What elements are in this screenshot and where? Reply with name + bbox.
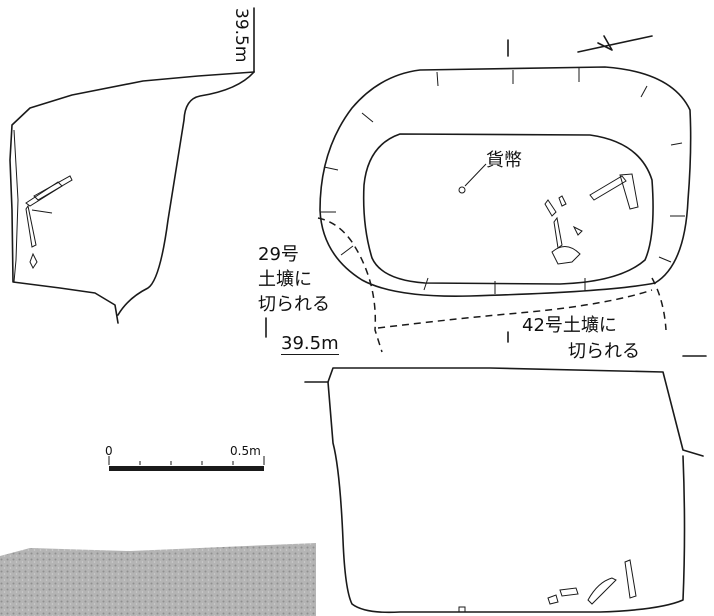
pit29-label-line3: 切られる	[258, 294, 330, 315]
scale-end-label: 0.5m	[230, 444, 261, 458]
elevation-label-vertical: 39.5m	[231, 8, 251, 63]
cut-boundaries	[317, 217, 667, 353]
elevation-label-horizontal: 39.5m	[281, 333, 339, 355]
plan-artifacts	[458, 163, 639, 265]
lower-section-profile	[304, 367, 704, 614]
left-section-profile	[9, 7, 255, 324]
pit-plan-outer	[319, 66, 692, 297]
section-artifacts	[458, 559, 637, 613]
pit29-label-line2: 土壙に	[258, 269, 312, 290]
coin-label: 貨幣	[486, 150, 522, 171]
slope-ticks	[265, 39, 707, 357]
photo-fragment	[0, 543, 316, 616]
scale-bar	[108, 456, 265, 471]
pit-plan-inner-floor	[362, 133, 654, 285]
left-section-artifacts	[25, 175, 73, 269]
pit29-label-line1: 29号	[258, 244, 299, 265]
pit42-label-line1: 42号土壙に	[522, 315, 617, 336]
north-arrow	[577, 35, 653, 53]
pit42-label-line2: 切られる	[568, 341, 640, 362]
scale-start-label: 0	[105, 444, 113, 458]
